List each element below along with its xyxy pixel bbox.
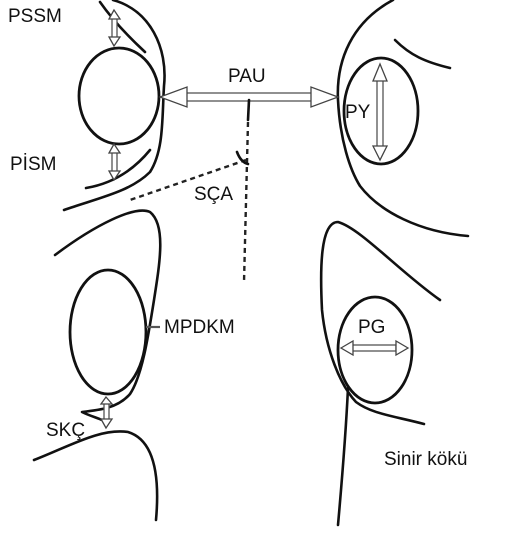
lower-left-pedicle [70,270,146,394]
label-skc: SKÇ [46,420,85,441]
upper-left-pedicle [79,48,159,144]
label-py: PY [345,102,371,123]
pau-midline-tick [248,100,249,120]
pssm-arrow [109,10,120,46]
label-pg: PG [358,317,385,338]
pg-arrow [341,341,408,355]
skc-arrow [101,397,112,428]
lower-left-lower-outline [34,431,157,520]
label-pism: PİSM [10,154,56,175]
label-pau: PAU [228,66,266,87]
upper-right-notch [395,40,450,68]
label-sca: SÇA [194,184,233,205]
label-sinir-koku: Sinir kökü [384,449,467,470]
pism-arrow [109,144,120,180]
py-arrow [373,64,387,160]
label-mpdkm: MPDKM [164,317,235,338]
label-pssm: PSSM [8,6,62,27]
upper-left-notch-bottom [86,150,150,188]
midline-dashed [244,122,248,282]
lower-right-lower-outline [338,388,348,525]
upper-left-notch-top [100,2,145,52]
